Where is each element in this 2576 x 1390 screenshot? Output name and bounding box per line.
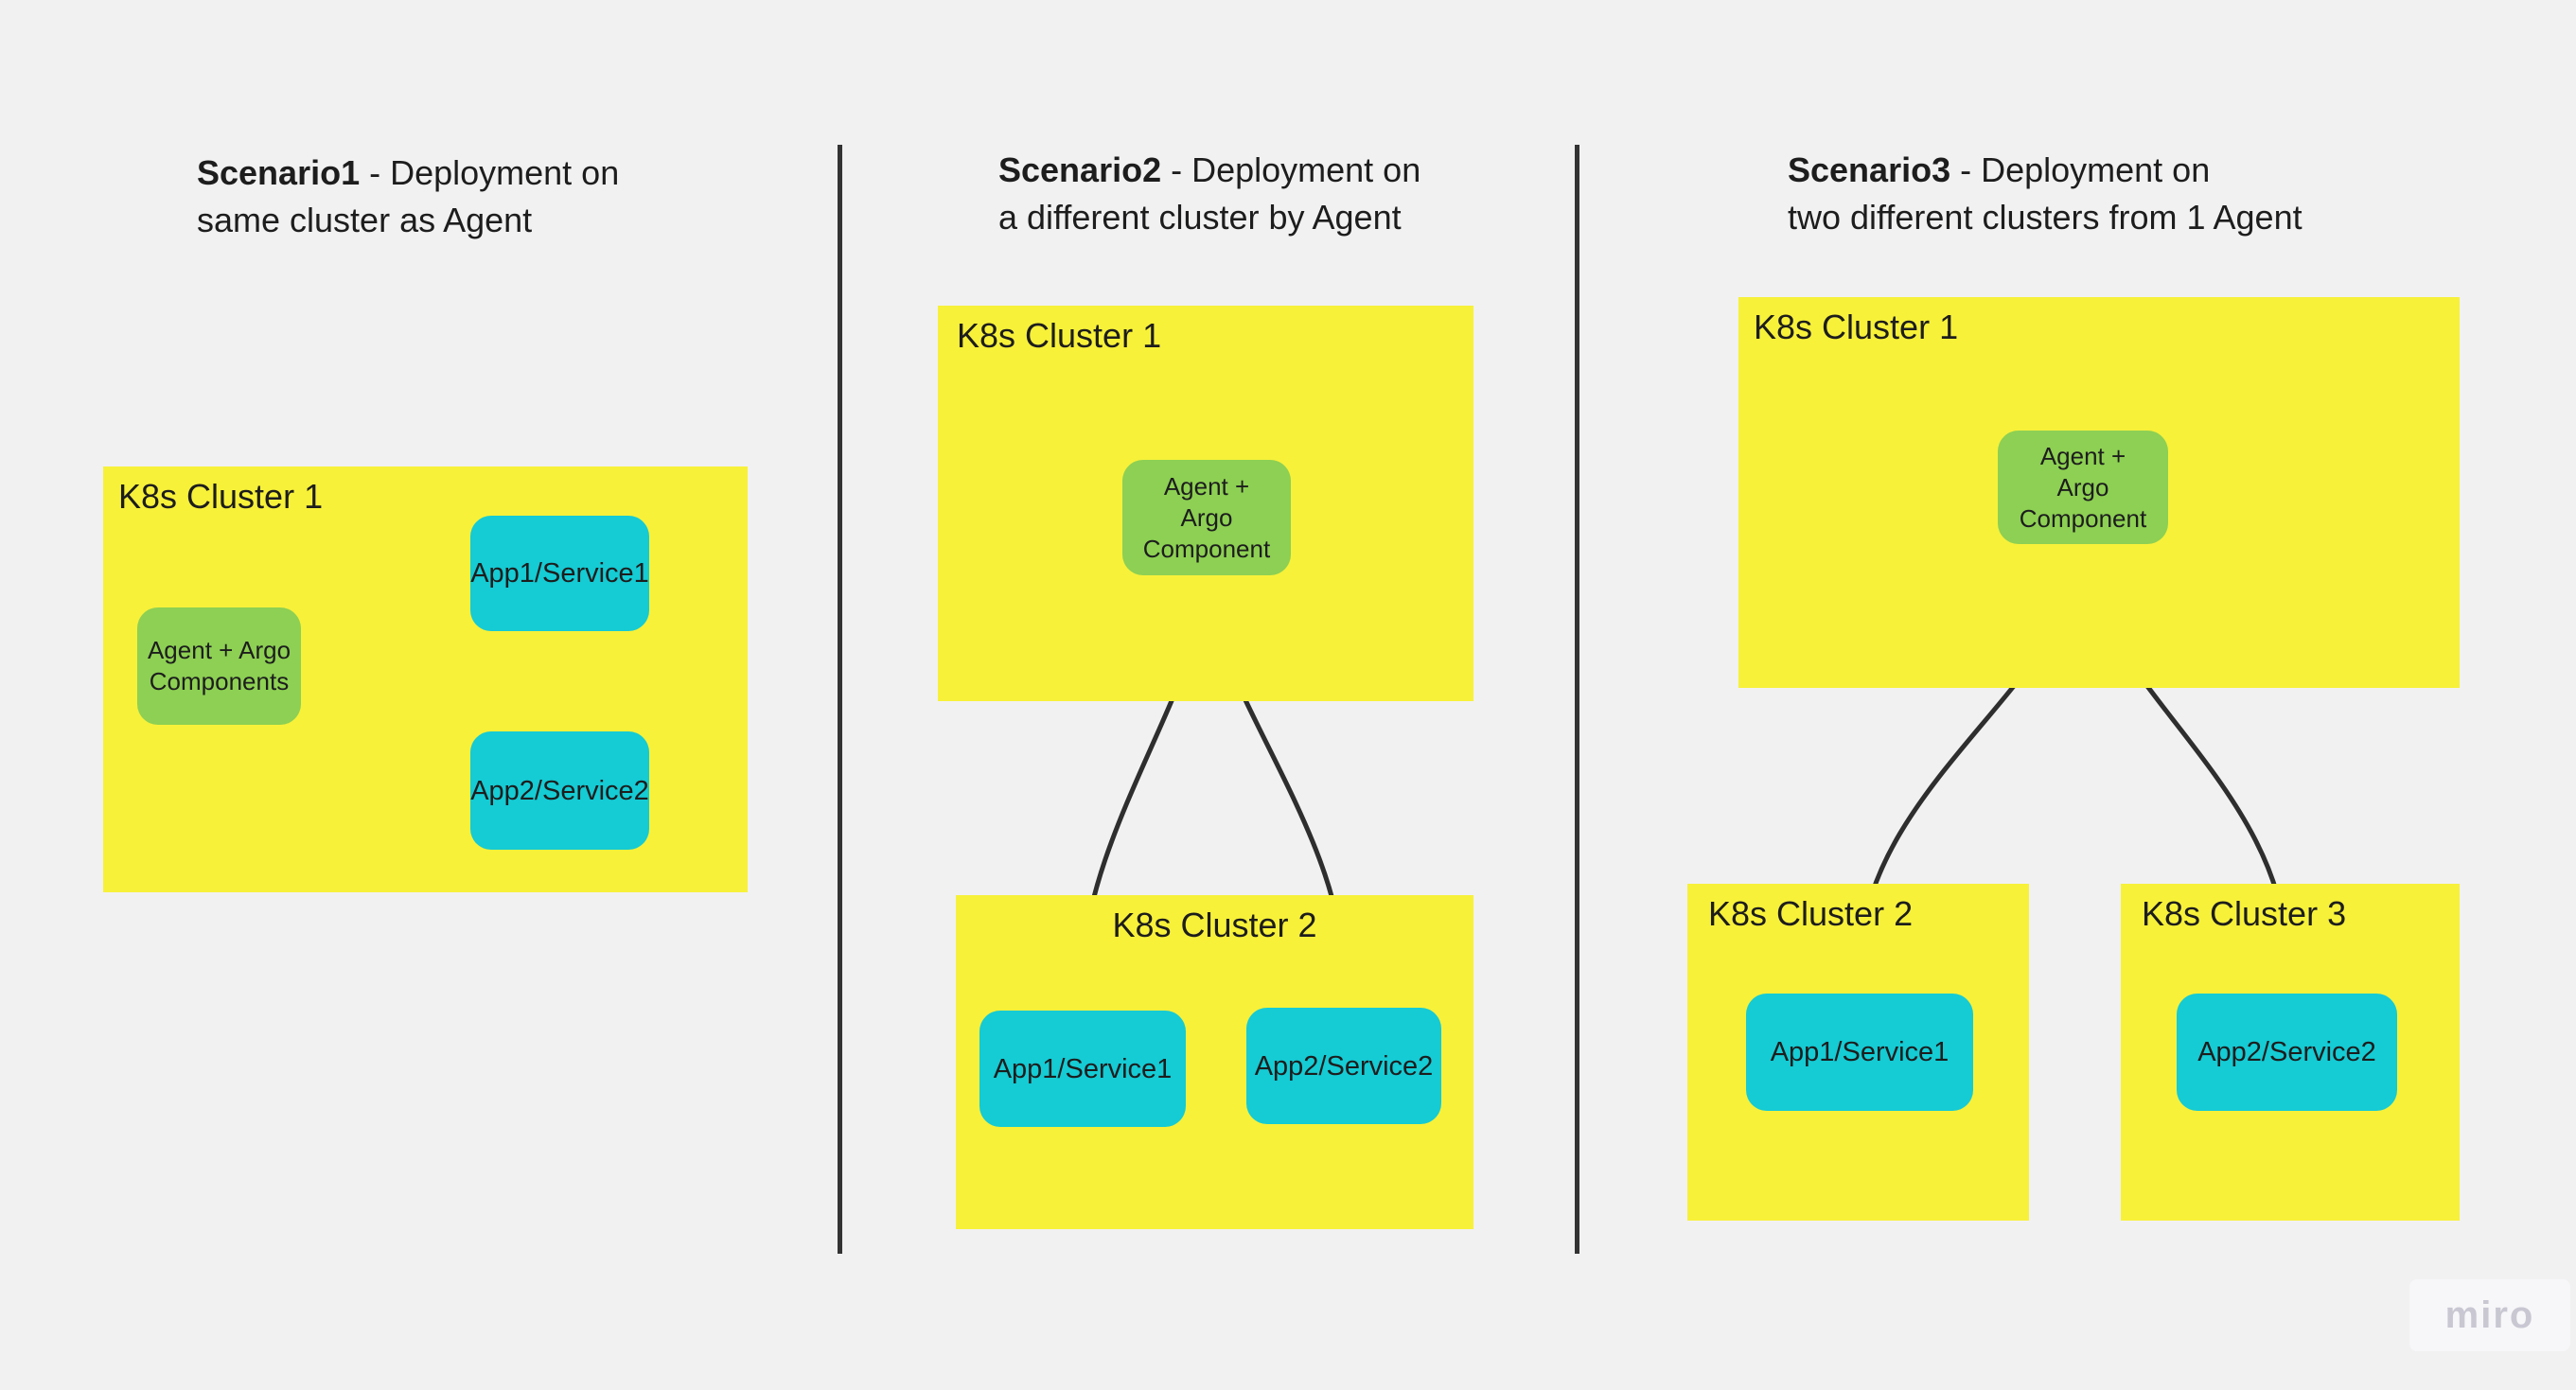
s2-agent-argo-box[interactable]: Agent + Argo Component [1122, 460, 1291, 575]
divider-scenario2-3[interactable] [1575, 145, 1579, 1254]
scenario3-title-line2: two different clusters from 1 Agent [1788, 198, 2303, 237]
s1-agent-argo-label-line1: Agent + Argo [147, 636, 291, 664]
s3-cluster3-rect[interactable]: K8s Cluster 3 App2/Service2 [2121, 884, 2460, 1221]
s2-cluster1-label: K8s Cluster 1 [957, 316, 1162, 355]
s2-cluster2-label: K8s Cluster 2 [1112, 906, 1317, 944]
s3-app2-service2-label: App2/Service2 [2197, 1037, 2376, 1067]
s2-app1-service1-box[interactable]: App1/Service1 [979, 1011, 1186, 1127]
scenario2-title-line2: a different cluster by Agent [998, 198, 1402, 237]
s1-app2-service2-label: App2/Service2 [470, 775, 649, 806]
s3-cluster1-label: K8s Cluster 1 [1754, 308, 1959, 346]
s3-cluster1-rect[interactable]: K8s Cluster 1 Agent + Argo Component [1738, 297, 2460, 688]
s3-agent-argo-label-line3: Component [2019, 503, 2147, 533]
s1-agent-argo-box[interactable]: Agent + Argo Components [137, 607, 301, 725]
scenario1-title[interactable]: Scenario1 - Deployment on same cluster a… [197, 150, 619, 244]
s3-app2-service2-box[interactable]: App2/Service2 [2177, 994, 2397, 1111]
s2-agent-argo-label-line2: Argo [1180, 502, 1233, 532]
s2-agent-argo-label-line1: Agent + [1163, 471, 1250, 501]
scenario3-title[interactable]: Scenario3 - Deployment on two different … [1788, 147, 2303, 241]
scenario2-title[interactable]: Scenario2 - Deployment on a different cl… [998, 147, 1420, 241]
miro-watermark-badge: miro [2409, 1279, 2570, 1351]
s2-cluster1-rect[interactable]: K8s Cluster 1 Agent + Argo Component [938, 306, 1473, 701]
s1-app1-service1-label: App1/Service1 [470, 558, 649, 589]
s3-agent-argo-label-line2: Argo [2056, 472, 2109, 501]
miro-logo: miro [2444, 1293, 2535, 1336]
s2-app2-service2-box[interactable]: App2/Service2 [1246, 1008, 1441, 1124]
s1-cluster1-label: K8s Cluster 1 [118, 477, 324, 516]
scenario1-title-line2: same cluster as Agent [197, 201, 533, 239]
s2-app2-service2-label: App2/Service2 [1254, 1050, 1434, 1082]
s3-cluster3-label: K8s Cluster 3 [2142, 894, 2347, 933]
divider-scenario1-2[interactable] [838, 145, 842, 1254]
scenario2-title-line1: Scenario2 - Deployment on [998, 150, 1421, 189]
s3-cluster2-rect[interactable]: K8s Cluster 2 App1/Service1 [1687, 884, 2029, 1221]
s3-cluster2-label: K8s Cluster 2 [1708, 894, 1914, 933]
s1-app2-service2-box[interactable]: App2/Service2 [470, 731, 649, 850]
s3-app1-service1-box[interactable]: App1/Service1 [1746, 994, 1973, 1111]
s3-agent-argo-label-line1: Agent + [2039, 441, 2126, 470]
s3-app1-service1-label: App1/Service1 [1770, 1037, 1950, 1067]
s2-app1-service1-label: App1/Service1 [993, 1053, 1173, 1084]
s2-agent-argo-label-line3: Component [1142, 534, 1271, 563]
s3-agent-argo-box[interactable]: Agent + Argo Component [1998, 431, 2168, 544]
s1-cluster1-rect[interactable]: K8s Cluster 1 Agent + Argo Components Ap… [103, 466, 748, 892]
scenario1-title-line1: Scenario1 - Deployment on [197, 153, 620, 192]
scenario3-title-line1: Scenario3 - Deployment on [1788, 150, 2211, 189]
s2-cluster2-rect[interactable]: K8s Cluster 2 App1/Service1 App2/Service… [956, 895, 1473, 1229]
s1-agent-argo-label-line2: Components [149, 667, 290, 695]
s1-app1-service1-box[interactable]: App1/Service1 [470, 516, 649, 631]
